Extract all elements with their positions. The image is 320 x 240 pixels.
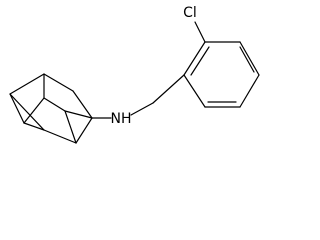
adamantane-bond bbox=[9, 73, 45, 95]
adamantane-bond bbox=[23, 97, 45, 124]
adamantane-bond bbox=[64, 110, 93, 119]
chlorine-bond bbox=[194, 21, 206, 43]
adamantane-bond bbox=[9, 93, 25, 124]
adamantane-bond bbox=[43, 129, 77, 144]
adamantane-bond bbox=[23, 122, 45, 131]
adamantane-bond bbox=[64, 110, 77, 144]
ring-bond bbox=[239, 74, 260, 108]
adamantane-bond bbox=[75, 117, 93, 144]
adamantane-bond bbox=[43, 97, 66, 112]
chemical-structure-diagram: NH Cl bbox=[9, 5, 260, 144]
ring-double-bond bbox=[239, 46, 255, 73]
adamantane-bond bbox=[9, 93, 45, 131]
ring-double-bond bbox=[190, 46, 210, 76]
nitrogen-methylene-bond bbox=[130, 102, 154, 116]
adamantane-bond bbox=[72, 90, 93, 119]
adamantane-cage bbox=[9, 73, 93, 144]
chlorine-label: Cl bbox=[183, 5, 197, 21]
ring-bond bbox=[239, 41, 260, 76]
ring-bond bbox=[183, 74, 206, 108]
ring-bond bbox=[183, 41, 206, 76]
chlorophenyl-ring bbox=[183, 41, 260, 108]
amine-label: NH bbox=[111, 111, 132, 127]
methylene-ring-bond bbox=[152, 74, 185, 104]
adamantane-bond bbox=[43, 73, 74, 92]
